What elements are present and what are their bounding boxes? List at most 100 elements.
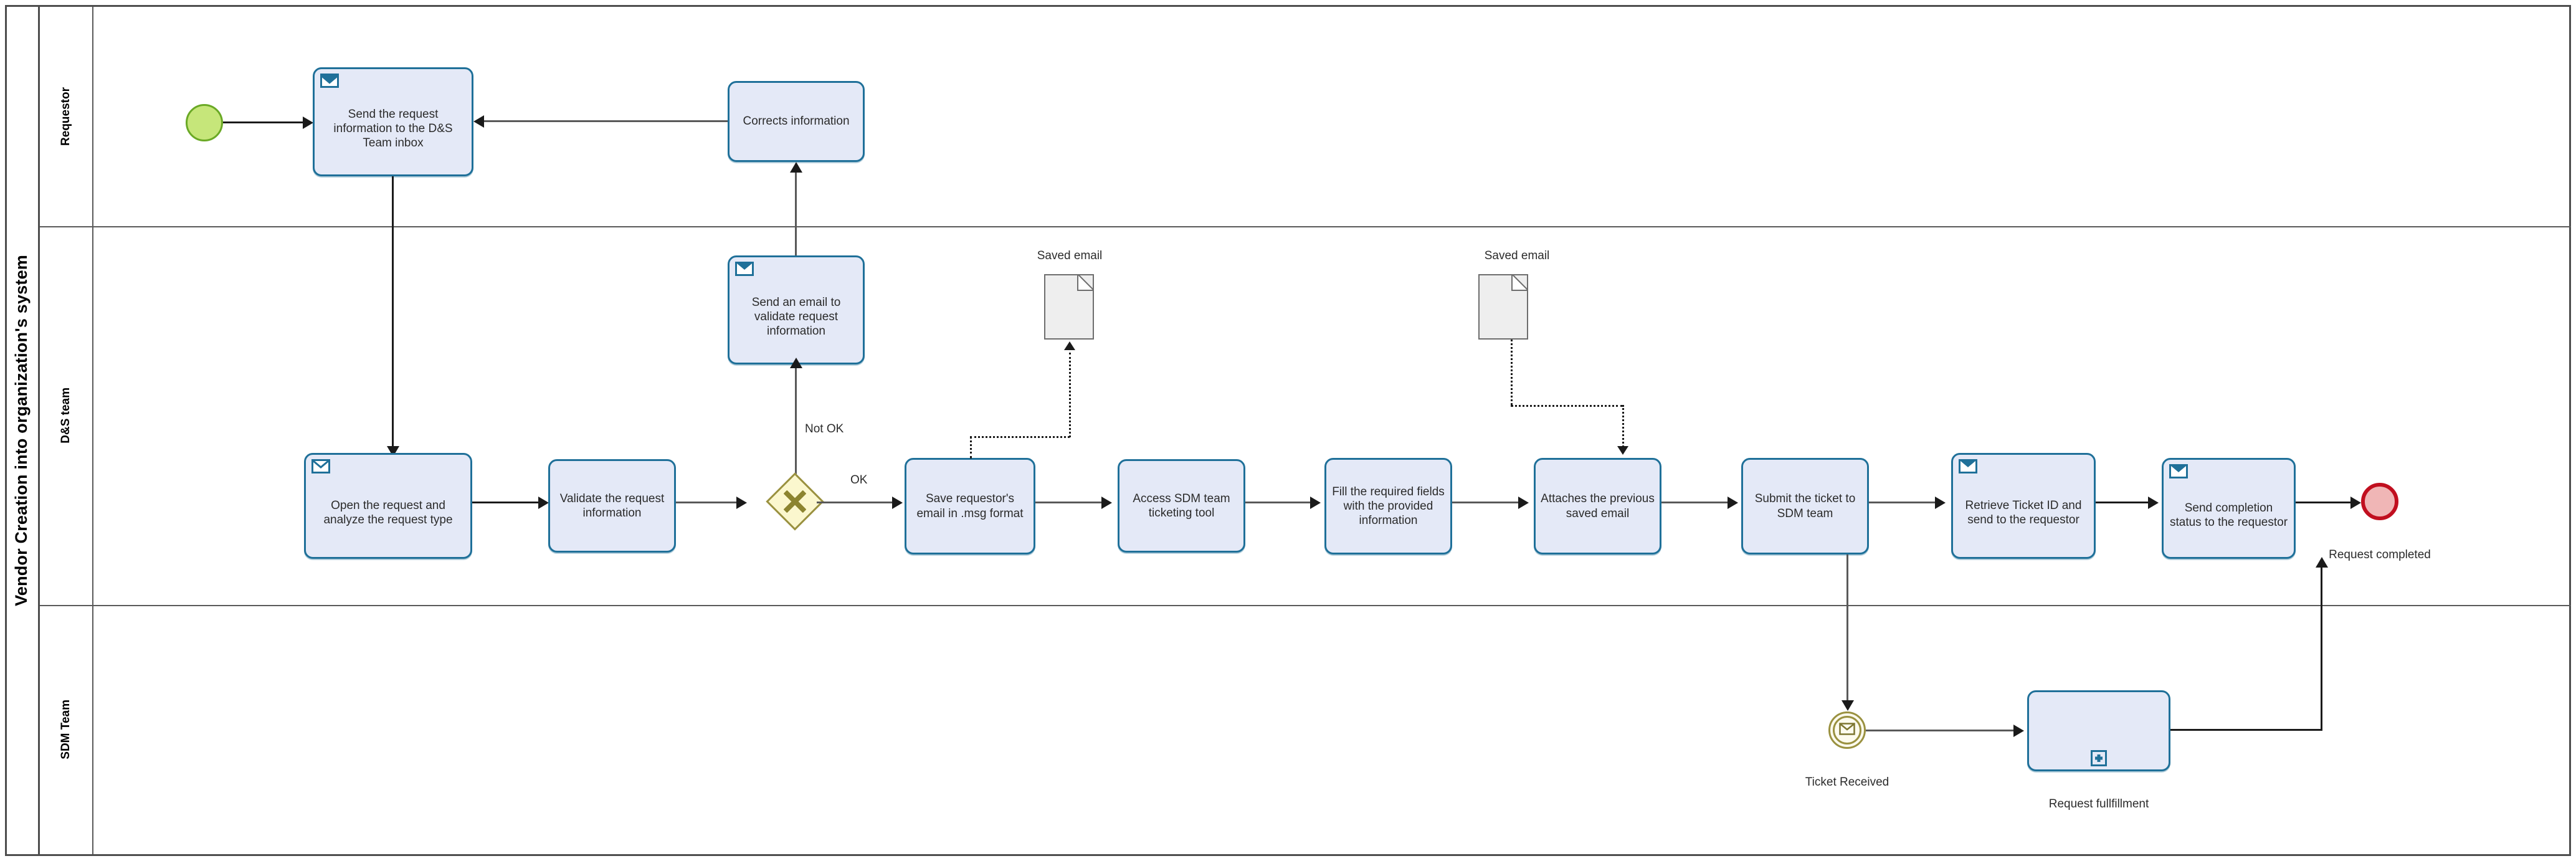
- task-label: Submit the ticket to SDM team: [1754, 492, 1856, 520]
- lane-header-ds-team: D&S team: [40, 226, 93, 605]
- flow-label-not-ok: Not OK: [805, 422, 844, 435]
- task-label: Corrects information: [743, 115, 850, 128]
- fold-corner-icon: [1505, 274, 1529, 297]
- pool-title-band: Vendor Creation into organization's syst…: [5, 5, 40, 856]
- assoc-save-email-h: [970, 436, 1070, 438]
- assoc-save-email-v1: [970, 436, 972, 459]
- task-validate-request-info[interactable]: Validate the request information: [548, 459, 676, 553]
- flow-access-sdm-to-fill-fields: [1245, 502, 1313, 503]
- flow-arrow-retrieve-to-send-completion: [2148, 497, 2159, 509]
- task-label: Access SDM team ticketing tool: [1133, 492, 1230, 520]
- flow-attach-to-submit: [1661, 502, 1730, 503]
- flow-start-to-send-request: [223, 121, 305, 123]
- flow-arrow-save-email-to-access-sdm: [1101, 497, 1112, 509]
- envelope-icon: [311, 459, 330, 473]
- flow-arrow-validate-to-gateway: [736, 497, 747, 509]
- task-send-validation-email[interactable]: Send an email to validate request inform…: [728, 255, 865, 364]
- lane-label-ds-team: D&S team: [59, 388, 72, 444]
- assoc-save-email-v2: [1069, 353, 1071, 437]
- task-label: Attaches the previous saved email: [1541, 492, 1655, 520]
- request-fulfillment-label: Request fullfillment: [2048, 797, 2149, 811]
- flow-arrow-access-sdm-to-fill-fields: [1310, 497, 1321, 509]
- flow-gateway-ok-to-save-email: [817, 502, 895, 503]
- flow-ticket-received-to-fulfillment: [1866, 730, 2015, 731]
- flow-retrieve-to-send-completion: [2096, 502, 2151, 503]
- envelope-icon: [735, 262, 754, 276]
- flow-fulfillment-to-send-completion-h: [2170, 729, 2322, 731]
- task-label: Open the request and analyze the request…: [323, 498, 453, 526]
- flow-validate-to-gateway: [676, 502, 738, 503]
- data-object-saved-email-2: [1478, 274, 1529, 340]
- task-send-request-info[interactable]: Send the request information to the D&S …: [313, 67, 473, 176]
- lane-divider-1: [40, 226, 2571, 227]
- task-label: Fill the required fields with the provid…: [1332, 485, 1445, 528]
- envelope-icon: [1959, 459, 1977, 473]
- task-label: Validate the request information: [559, 492, 665, 520]
- flow-arrow-open-to-validate: [538, 497, 549, 509]
- flow-arrow-gateway-notok: [790, 358, 802, 368]
- assoc-data2-v2: [1622, 405, 1624, 447]
- data-object-label-2: Saved email: [1484, 249, 1550, 262]
- task-label: Retrieve Ticket ID and send to the reque…: [1965, 498, 2082, 526]
- flow-send-request-to-open-request: [392, 176, 394, 449]
- lane-header-sdm-team: SDM Team: [40, 605, 93, 854]
- task-save-email-msg[interactable]: Save requestor's email in .msg format: [905, 458, 1035, 554]
- task-label: Send an email to validate request inform…: [751, 295, 841, 338]
- task-label: Save requestor's email in .msg format: [916, 492, 1024, 520]
- flow-open-to-validate: [472, 502, 541, 503]
- event-inner-ring: [1833, 716, 1861, 744]
- flow-submit-to-ticket-received: [1846, 554, 1848, 703]
- task-label: Send completion status to the requestor: [2169, 501, 2288, 529]
- end-event[interactable]: [2361, 483, 2398, 520]
- lane-label-requestor: Requestor: [59, 87, 72, 146]
- envelope-icon: [2169, 464, 2188, 478]
- task-attach-saved-email[interactable]: Attaches the previous saved email: [1534, 458, 1661, 554]
- flow-arrow-attach-to-submit: [1728, 497, 1738, 509]
- flow-arrow-gateway-ok: [892, 497, 903, 509]
- fold-corner-icon: [1071, 274, 1095, 297]
- envelope-icon: [320, 74, 339, 88]
- task-access-sdm-tool[interactable]: Access SDM team ticketing tool: [1118, 459, 1245, 553]
- data-object-label-1: Saved email: [1037, 249, 1103, 262]
- pool-title: Vendor Creation into organization's syst…: [12, 255, 31, 606]
- flow-arrow-ticket-received-to-fulfillment: [2013, 725, 2024, 737]
- flow-validation-email-to-corrects: [795, 172, 797, 255]
- flow-arrow-submit-to-retrieve: [1935, 497, 1946, 509]
- assoc-data2-h: [1511, 405, 1623, 407]
- flow-corrects-to-send-request: [483, 120, 728, 122]
- flow-save-email-to-access-sdm: [1035, 502, 1104, 503]
- lane-label-sdm-team: SDM Team: [59, 700, 72, 759]
- task-request-fulfillment[interactable]: [2027, 690, 2170, 771]
- end-event-label: Request completed: [2329, 548, 2431, 561]
- task-send-completion[interactable]: Send completion status to the requestor: [2162, 458, 2296, 559]
- flow-submit-to-retrieve: [1869, 502, 1937, 503]
- lane-divider-2: [40, 605, 2571, 606]
- start-event[interactable]: [186, 104, 223, 141]
- task-submit-ticket[interactable]: Submit the ticket to SDM team: [1741, 458, 1869, 554]
- flow-arrow-send-completion-to-end: [2350, 497, 2361, 509]
- flow-fulfillment-to-send-completion-v: [2321, 567, 2322, 730]
- flow-arrow-submit-to-ticket-received: [1842, 700, 1854, 711]
- ticket-received-label: Ticket Received: [1805, 776, 1889, 789]
- task-retrieve-ticket-id[interactable]: Retrieve Ticket ID and send to the reque…: [1951, 453, 2096, 559]
- assoc-data2-v1: [1511, 340, 1513, 405]
- flow-arrow-start-to-send-request: [303, 117, 313, 129]
- lane-header-requestor: Requestor: [40, 7, 93, 226]
- flow-label-ok: OK: [850, 473, 868, 487]
- task-fill-required-fields[interactable]: Fill the required fields with the provid…: [1324, 458, 1452, 554]
- message-start-event-ticket-received[interactable]: [1828, 711, 1866, 749]
- assoc-arrow-to-attach-task: [1617, 446, 1628, 455]
- envelope-icon: [1839, 722, 1855, 738]
- task-corrects-information[interactable]: Corrects information: [728, 81, 865, 162]
- plus-icon: [2091, 750, 2107, 766]
- flow-arrow-fulfillment-to-send-completion: [2316, 557, 2328, 568]
- flow-send-completion-to-end: [2296, 502, 2353, 503]
- flow-arrow-validation-email-to-corrects: [790, 162, 802, 173]
- data-object-saved-email-1: [1044, 274, 1095, 340]
- flow-arrow-fill-fields-to-attach: [1518, 497, 1529, 509]
- flow-fill-fields-to-attach: [1452, 502, 1521, 503]
- task-open-analyze-request[interactable]: Open the request and analyze the request…: [304, 453, 472, 559]
- assoc-arrow-to-data-object-1: [1064, 341, 1075, 350]
- task-label: Send the request information to the D&S …: [333, 107, 453, 150]
